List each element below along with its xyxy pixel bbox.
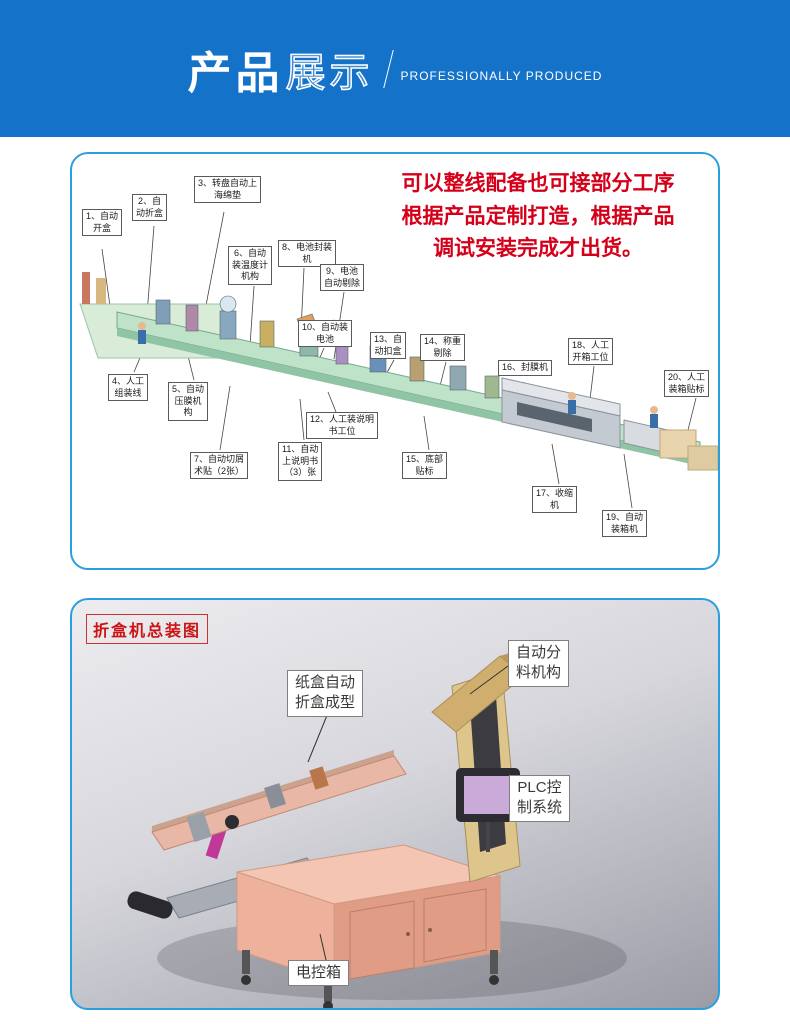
folding-machine-panel: 折盒机总装图 bbox=[70, 598, 720, 1010]
production-line-panel: 可以整线配备也可接部分工序 根据产品定制打造，根据产品 调试安装完成才出货。 bbox=[70, 152, 720, 570]
callout-electric-box: 电控箱 bbox=[288, 960, 350, 987]
callout-20: 20、人工 装箱贴标 bbox=[664, 370, 710, 398]
callout-1: 1、自动 开盒 bbox=[82, 209, 123, 237]
callout-14: 14、称重 剔除 bbox=[420, 334, 466, 362]
callout-10: 10、自动装 电池 bbox=[298, 320, 353, 348]
description-line-1: 可以整线配备也可接部分工序 bbox=[401, 172, 675, 195]
callout-15: 15、底部 贴标 bbox=[402, 452, 448, 480]
callout-17: 17、收缩 机 bbox=[532, 486, 578, 514]
callout-8: 8、电池封装 机 bbox=[278, 240, 337, 268]
description-line-2: 根据产品定制打造，根据产品 bbox=[401, 204, 675, 228]
callout-18: 18、人工 开箱工位 bbox=[568, 338, 614, 366]
callout-19: 19、自动 装箱机 bbox=[602, 510, 648, 538]
callout-16: 16、封膜机 bbox=[498, 360, 553, 376]
banner-title-outline: 展示 bbox=[285, 50, 374, 96]
banner-subtitle: PROFESSIONALLY PRODUCED bbox=[400, 68, 603, 83]
callout-plc-system: PLC控 制系统 bbox=[509, 775, 571, 822]
description-text: 可以整线配备也可接部分工序 根据产品定制打造，根据产品 调试安装完成才出货。 bbox=[368, 168, 708, 266]
folding-machine-illustration bbox=[127, 650, 627, 1008]
sealing-machine bbox=[501, 377, 621, 449]
operator-figures bbox=[138, 322, 658, 428]
callout-5: 5、自动 压膜机 构 bbox=[168, 382, 209, 422]
banner-divider bbox=[382, 49, 394, 88]
callout-2: 2、自 动折盒 bbox=[132, 194, 168, 222]
callout-7: 7、自动切屑 术贴（2张） bbox=[190, 452, 249, 480]
callout-box-forming: 纸盒自动 折盒成型 bbox=[287, 670, 364, 717]
callout-12: 12、人工装说明 书工位 bbox=[306, 412, 379, 440]
top-banner: 产品 展示 PROFESSIONALLY PRODUCED bbox=[0, 0, 790, 137]
control-cabinet bbox=[236, 844, 501, 1008]
production-line-illustration bbox=[79, 211, 718, 509]
callout-6: 6、自动 装温度计 机构 bbox=[228, 246, 273, 286]
description-line-3: 调试安装完成才出货。 bbox=[433, 237, 643, 261]
banner-title-group: 产品 展示 PROFESSIONALLY PRODUCED bbox=[188, 37, 603, 101]
callout-4: 4、人工 组装线 bbox=[108, 374, 149, 402]
folding-conveyor bbox=[151, 750, 407, 851]
carton-boxes bbox=[659, 429, 718, 471]
banner-title-main: 产品 bbox=[187, 48, 284, 98]
plc-panel bbox=[456, 768, 520, 852]
callout-11: 11、自动 上说明书 （3）张 bbox=[278, 442, 323, 482]
callout-3: 3、转盘自动上 海绵垫 bbox=[194, 176, 262, 204]
callout-13: 13、自 动扣盒 bbox=[370, 332, 407, 360]
callout-9: 9、电池 自动剔除 bbox=[320, 264, 365, 292]
folding-machine-title: 折盒机总装图 bbox=[86, 614, 209, 644]
callout-auto-feeder: 自动分 料机构 bbox=[508, 640, 570, 687]
